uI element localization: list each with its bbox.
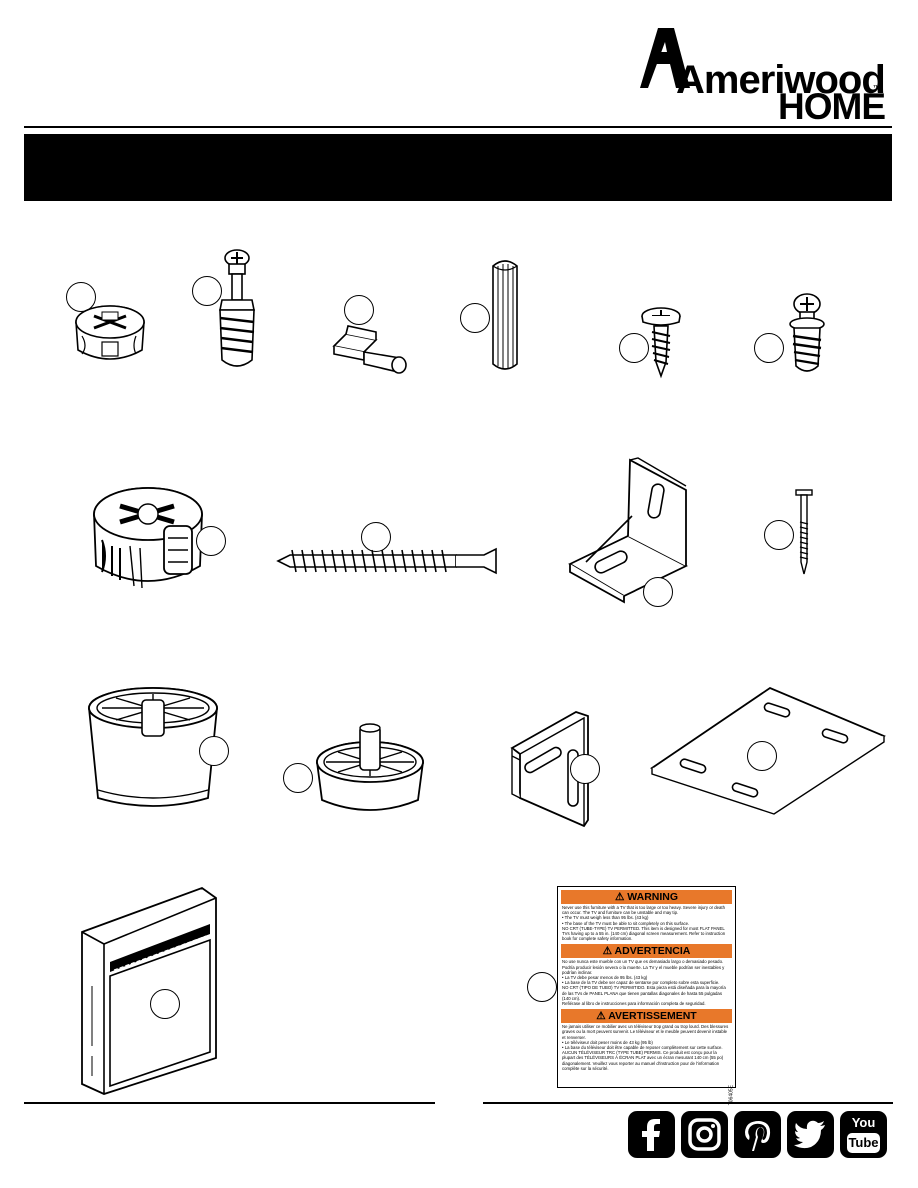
footer-rule-right [483,1102,893,1104]
drawer-box-icon [81,886,217,1095]
instagram-glyph [688,1118,721,1151]
avertissement-text: Ne jamais utiliser ce mobilier avec un t… [562,1024,729,1071]
part-number-circle [747,741,777,771]
pinterest-icon[interactable] [734,1111,781,1158]
advertencia-header: ⚠ ADVERTENCIA [561,944,732,959]
part-number-circle [643,577,673,607]
part-number-circle [527,972,557,1002]
part-number-circle [361,522,391,552]
instagram-icon[interactable] [681,1111,728,1158]
pinterest-glyph [745,1121,771,1151]
warning-header: ⚠ WARNING [561,890,732,904]
logo-home: HOME [778,86,886,127]
logo-trademark: ™ [873,85,880,92]
part-number-circle [344,295,374,325]
twitter-glyph [794,1120,825,1149]
title-banner [24,134,892,201]
wooden-dowel-icon [492,260,518,370]
tall-foot-icon [88,687,218,807]
part-number-circle [460,303,490,333]
advertencia-text: No use nunca este mueble con un TV que e… [562,959,726,1007]
facebook-icon[interactable] [628,1111,675,1158]
part-number-circle [196,526,226,556]
long-screw-icon [276,547,497,575]
part-number-circle [619,333,649,363]
footer-rule-left [24,1102,435,1104]
part-number-circle [199,736,229,766]
part-number-circle [570,754,600,784]
logo-wordmark: Ameriwood [676,58,886,102]
youtube-text-bottom: Tube [848,1135,879,1150]
warning-label: ⚠ WARNING Never use this furniture with … [557,886,736,1105]
nail-icon [795,489,813,575]
part-number-circle [192,276,222,306]
part-number-circle [764,520,794,550]
l-bracket-icon [510,711,589,828]
header-rule [24,126,892,128]
part-number-circle [283,763,313,793]
twitter-icon[interactable] [787,1111,834,1158]
corner-bracket-icon [568,457,689,604]
youtube-text-bottom-bg [847,1133,880,1153]
cam-screw-icon [789,293,825,372]
ameriwood-logo-mark [640,28,690,88]
facebook-glyph [642,1119,660,1151]
part-number-circle [150,989,180,1019]
avertissement-header: ⚠ AVERTISSEMENT [561,1009,732,1024]
warning-text: Never use this furniture with a TV that … [562,905,726,942]
cam-lock-large-icon [93,487,203,589]
youtube-text-top: You [851,1115,876,1130]
youtube-icon[interactable]: You Tube [840,1111,887,1158]
part-number-circle [66,282,96,312]
shelf-pin-icon [332,325,407,374]
cam-lock-small-icon [75,305,145,360]
part-number-circle [754,333,784,363]
pan-head-screw-icon [641,307,681,379]
cam-bolt-icon [219,249,255,367]
short-foot-icon [316,723,424,811]
